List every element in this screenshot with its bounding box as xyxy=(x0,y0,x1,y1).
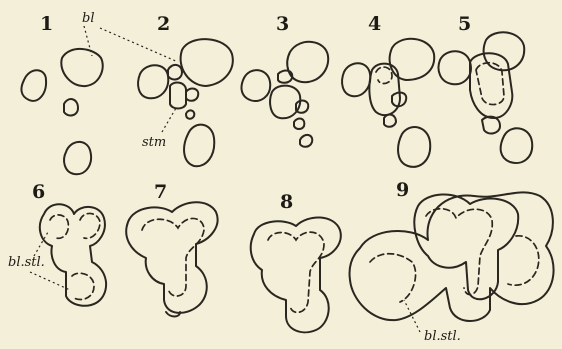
leaf-outline xyxy=(64,142,91,174)
shoot-apex-hatched xyxy=(470,53,512,118)
panel-4: 4 xyxy=(342,13,434,167)
shoot-apex-hatched xyxy=(270,86,300,119)
primordium-boundary-dashed xyxy=(426,209,492,295)
panel-number-2: 2 xyxy=(157,13,170,35)
panel-number-4: 4 xyxy=(368,13,381,35)
leaf-primordium xyxy=(296,101,308,113)
shoot-apex-hatched xyxy=(369,64,400,116)
panel-number-6: 6 xyxy=(32,181,45,203)
panel-7: 7 xyxy=(126,181,217,317)
shoot-system-hatched xyxy=(251,217,341,332)
leaf-primordium xyxy=(278,71,292,83)
leaf-outline xyxy=(484,32,525,70)
leaf-outline xyxy=(342,63,370,96)
panel-number-5: 5 xyxy=(458,13,471,35)
shoot-apex-hatched xyxy=(170,83,186,109)
bl-label: bl xyxy=(82,11,94,26)
primordium-boundary-dashed xyxy=(142,218,204,296)
leaf-outline xyxy=(501,128,533,163)
panel-number-7: 7 xyxy=(154,181,167,203)
leaf-outline xyxy=(184,125,214,167)
leaf-boundary-dashed xyxy=(370,254,416,302)
panel-number-9: 9 xyxy=(396,179,409,201)
leaf-primordium xyxy=(186,89,198,101)
leaf-primordium xyxy=(300,135,312,147)
bl-stl-leader-lower xyxy=(30,272,70,290)
leaf-primordium xyxy=(64,99,78,115)
panel-number-8: 8 xyxy=(280,191,293,213)
primordium-boundary-dashed xyxy=(80,213,100,238)
leaf-boundary-dashed xyxy=(508,236,539,285)
mature-leaf-outline xyxy=(349,192,553,321)
shoot-system-hatched xyxy=(414,194,518,299)
panel-3: 3 xyxy=(242,13,329,147)
panel-2: 2 stm xyxy=(100,13,233,166)
leaf-outline xyxy=(398,127,430,167)
panel-number-1: 1 xyxy=(40,13,53,35)
shoot-system-hatched xyxy=(126,202,217,313)
leaf-outline xyxy=(439,51,471,84)
leaf-primordium xyxy=(168,65,182,80)
panel-number-3: 3 xyxy=(276,13,289,35)
leaf-primordium xyxy=(186,110,194,118)
leaf-outline xyxy=(390,39,435,80)
panel-5: 5 xyxy=(439,13,533,163)
bl-stl-leader-9 xyxy=(404,300,420,332)
primordium-boundary-dashed xyxy=(50,215,68,238)
bl-stl-label-9: bl.stl. xyxy=(424,329,461,344)
panel-1: 1 bl xyxy=(21,11,102,174)
bl-stl-label-6: bl.stl. xyxy=(8,255,45,270)
leaf-outline xyxy=(138,65,168,98)
leaf-outline xyxy=(181,39,233,86)
primordium-boundary-dashed xyxy=(268,232,324,312)
stm-label: stm xyxy=(142,135,166,150)
primordium-boundary-dashed xyxy=(376,67,392,83)
panel-6: 6 bl.stl. xyxy=(8,181,106,306)
leaf-outline xyxy=(61,49,102,86)
leaf-primordium xyxy=(482,117,500,134)
leaf-outline xyxy=(242,70,271,101)
leaf-outline xyxy=(287,42,328,82)
leaf-primordium xyxy=(294,119,304,129)
leaf-outline xyxy=(21,70,46,101)
panel-8: 8 xyxy=(251,191,341,332)
leaf-primordium xyxy=(384,115,396,127)
panel-9: 9 bl.stl. xyxy=(349,179,553,344)
primordium-boundary-dashed xyxy=(72,273,94,299)
stm-leader xyxy=(162,108,176,132)
